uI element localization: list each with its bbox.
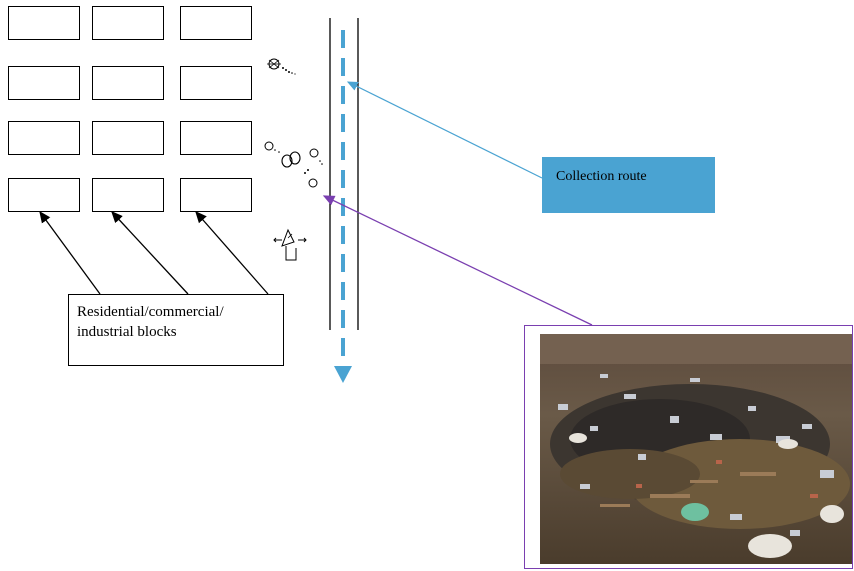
tipper-cart-icon (273, 228, 307, 261)
block (180, 121, 252, 155)
block (180, 66, 252, 100)
photo-frame (524, 325, 853, 569)
block (180, 6, 252, 40)
block (8, 121, 80, 155)
block (92, 6, 164, 40)
block (8, 178, 80, 212)
route-arrowhead (334, 366, 352, 383)
waste-scatter-icon (264, 141, 323, 188)
block-pointer-arrow (111, 211, 189, 295)
block (92, 66, 164, 100)
collection-route-label: Collection route (542, 157, 715, 213)
block-pointer-arrow (195, 211, 269, 295)
block (180, 178, 252, 212)
block (8, 6, 80, 40)
route-pointer-arrow (346, 81, 543, 179)
block (92, 178, 164, 212)
waste-dump-photo (540, 334, 852, 564)
photo-pointer-arrow (322, 195, 593, 326)
block (8, 66, 80, 100)
bin-icon (267, 58, 296, 75)
blocks-label: Residential/commercial/ industrial block… (68, 294, 284, 366)
block (92, 121, 164, 155)
block-pointer-arrow (39, 210, 101, 295)
